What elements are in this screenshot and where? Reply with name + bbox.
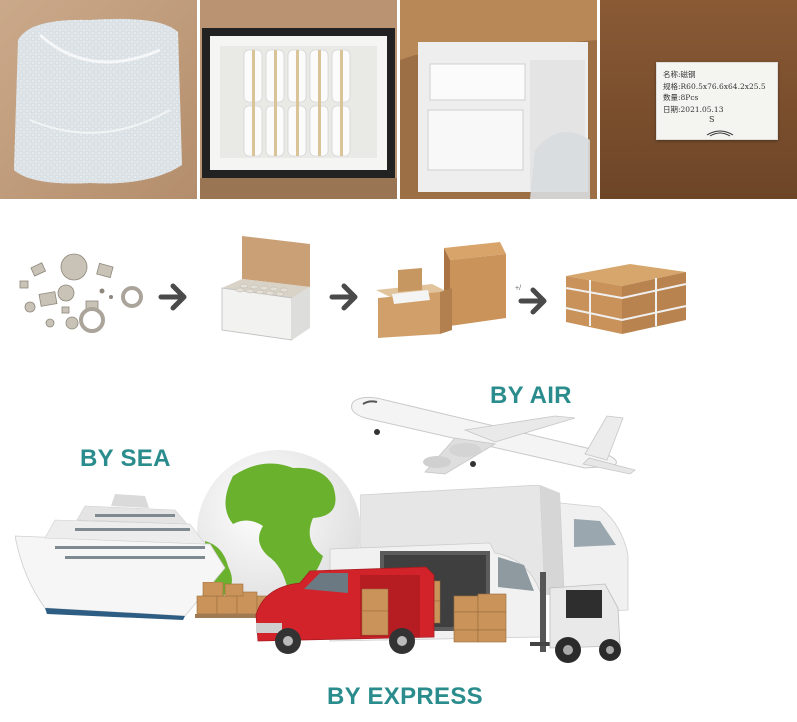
label-date-line: 日期:2021.05.13 <box>663 104 724 114</box>
label-spec-line: 规格:R60.5x76.6x64.2x25.5 <box>663 81 766 91</box>
magnets-assortment-image <box>19 253 143 333</box>
arrow-right-icon <box>329 283 358 311</box>
bubble-bag-image <box>14 18 182 184</box>
by-express-label: BY EXPRESS <box>327 683 483 710</box>
cruise-ship-image <box>15 494 226 620</box>
photo-product-label: 名称:磁钢 规格:R60.5x76.6x64.2x25.5 数量:8Pcs 日期… <box>600 0 797 199</box>
foam-box-image <box>200 28 397 199</box>
label-name-line: 名称:磁钢 <box>663 70 696 79</box>
taped-shipping-box-image <box>565 264 687 334</box>
forklift-image <box>530 572 621 663</box>
open-box-with-magnets-image <box>221 236 310 341</box>
by-air-label: BY AIR <box>490 382 572 409</box>
label-quantity-line: 数量:8Pcs <box>663 93 699 102</box>
by-sea-label: BY SEA <box>80 445 171 472</box>
cardboard-insert-image <box>400 0 597 199</box>
photo-foam-packed-box <box>200 0 397 199</box>
stacked-parcels-image <box>453 593 507 643</box>
label-mark: S <box>709 115 715 124</box>
arrow-right-icon <box>158 283 187 311</box>
svg-text:+/: +/ <box>515 285 521 292</box>
cardboard-boxes-image <box>376 242 506 338</box>
cargo-boxes-image <box>195 582 281 618</box>
photo-bubble-wrap-bag <box>0 0 197 199</box>
magnet-symbol-icon <box>706 130 734 137</box>
product-label-card: 名称:磁钢 规格:R60.5x76.6x64.2x25.5 数量:8Pcs 日期… <box>656 62 778 140</box>
photo-cardboard-foam-insert <box>400 0 597 199</box>
arrow-right-icon: +/ <box>515 285 547 315</box>
red-van-image <box>255 566 435 654</box>
airplane-image <box>351 396 636 475</box>
